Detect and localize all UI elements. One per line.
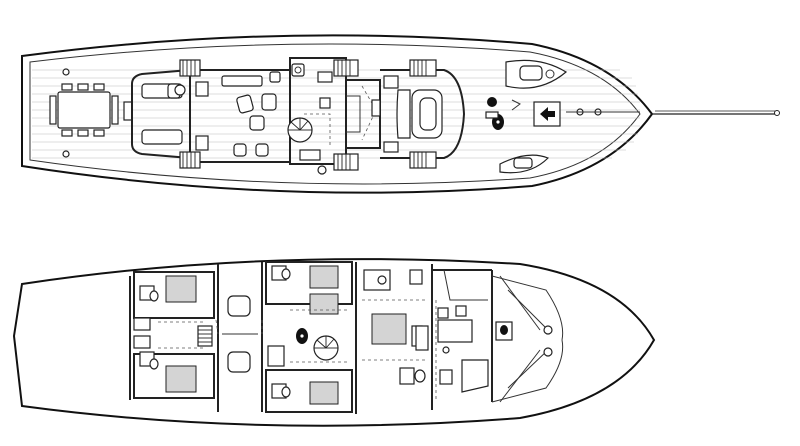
side-stairs [333, 59, 359, 171]
spiral-stair-icon [313, 335, 339, 361]
main-deck-plan [21, 34, 780, 194]
saloon-stairs [179, 59, 201, 169]
lounge-seating [383, 75, 443, 153]
mid-cabins [265, 261, 353, 413]
mast-step-icon [296, 328, 308, 344]
master-cabin [362, 269, 426, 385]
hatch-arrow-icon [533, 101, 561, 127]
aft-dining-table [49, 83, 119, 137]
engine-room [222, 295, 258, 373]
forward-lounge [380, 69, 466, 159]
spiral-stair-icon [287, 117, 313, 143]
forepeak [491, 275, 564, 403]
forward-crew-area [415, 269, 492, 400]
cockpit-seating [141, 83, 186, 145]
saloon-furniture [195, 71, 281, 157]
helm-station-icon [485, 97, 499, 119]
galley [289, 57, 347, 165]
lower-deck-plan [12, 258, 656, 427]
aft-cabins [133, 271, 215, 399]
dinghy-icon [499, 154, 550, 174]
tender-icon [505, 59, 568, 89]
